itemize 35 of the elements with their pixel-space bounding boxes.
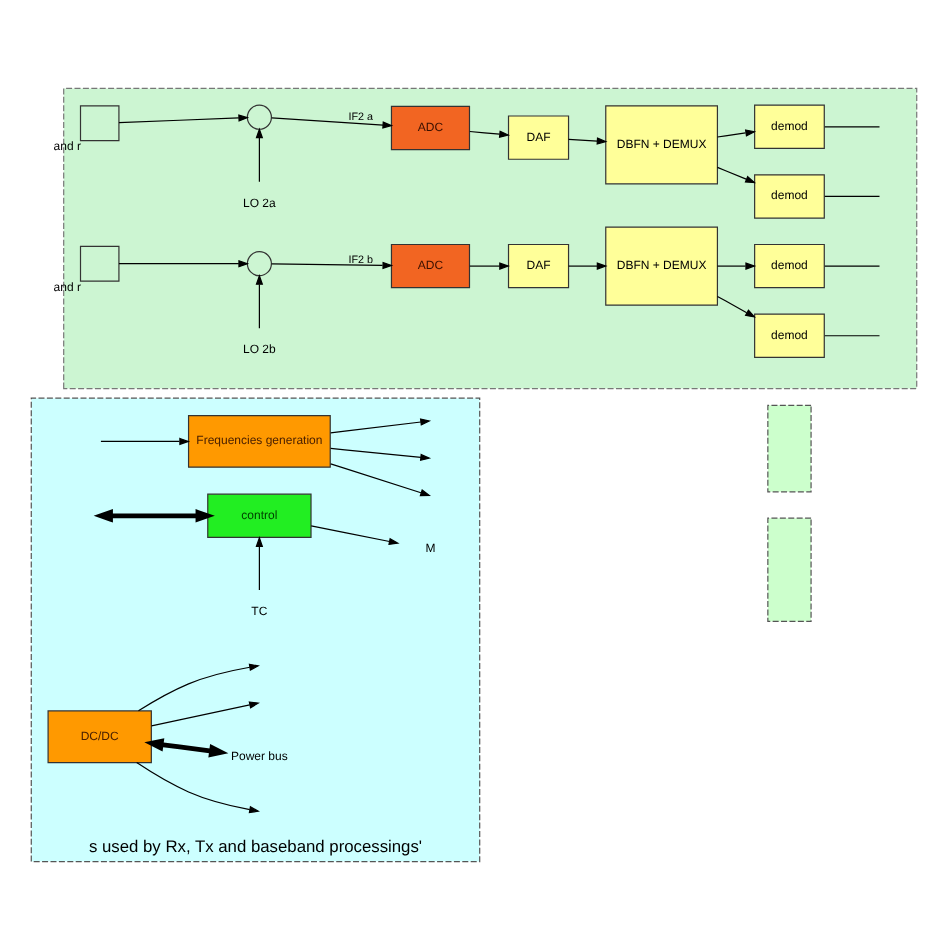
arrow bbox=[118, 113, 250, 123]
connector bbox=[824, 125, 881, 127]
arrow bbox=[93, 508, 215, 522]
node-box bbox=[79, 104, 120, 141]
arrow bbox=[137, 662, 260, 711]
arrow bbox=[255, 126, 264, 182]
arrow bbox=[100, 436, 191, 445]
arrow bbox=[469, 129, 511, 137]
arrow bbox=[330, 446, 432, 461]
node-box bbox=[767, 403, 812, 492]
arrow bbox=[144, 737, 229, 757]
arrow bbox=[716, 128, 757, 137]
node-circle bbox=[246, 103, 272, 129]
arrow bbox=[469, 261, 511, 269]
connector bbox=[824, 264, 881, 266]
arrow bbox=[255, 272, 264, 328]
connector bbox=[824, 334, 881, 336]
arrow bbox=[330, 462, 431, 496]
arrow bbox=[716, 261, 757, 269]
connector bbox=[824, 194, 881, 197]
arrow bbox=[716, 294, 756, 317]
arrow bbox=[568, 261, 608, 269]
arrow bbox=[136, 761, 260, 813]
arrow bbox=[716, 165, 757, 183]
arrow bbox=[150, 700, 260, 726]
node-box bbox=[767, 516, 812, 622]
node-circle bbox=[246, 250, 272, 276]
arrow bbox=[271, 116, 394, 128]
arrow bbox=[310, 524, 400, 545]
arrow bbox=[330, 417, 432, 433]
arrow bbox=[255, 535, 264, 590]
arrow bbox=[568, 136, 608, 144]
arrow bbox=[118, 258, 250, 267]
arrow bbox=[271, 260, 394, 269]
node-box bbox=[79, 244, 120, 281]
